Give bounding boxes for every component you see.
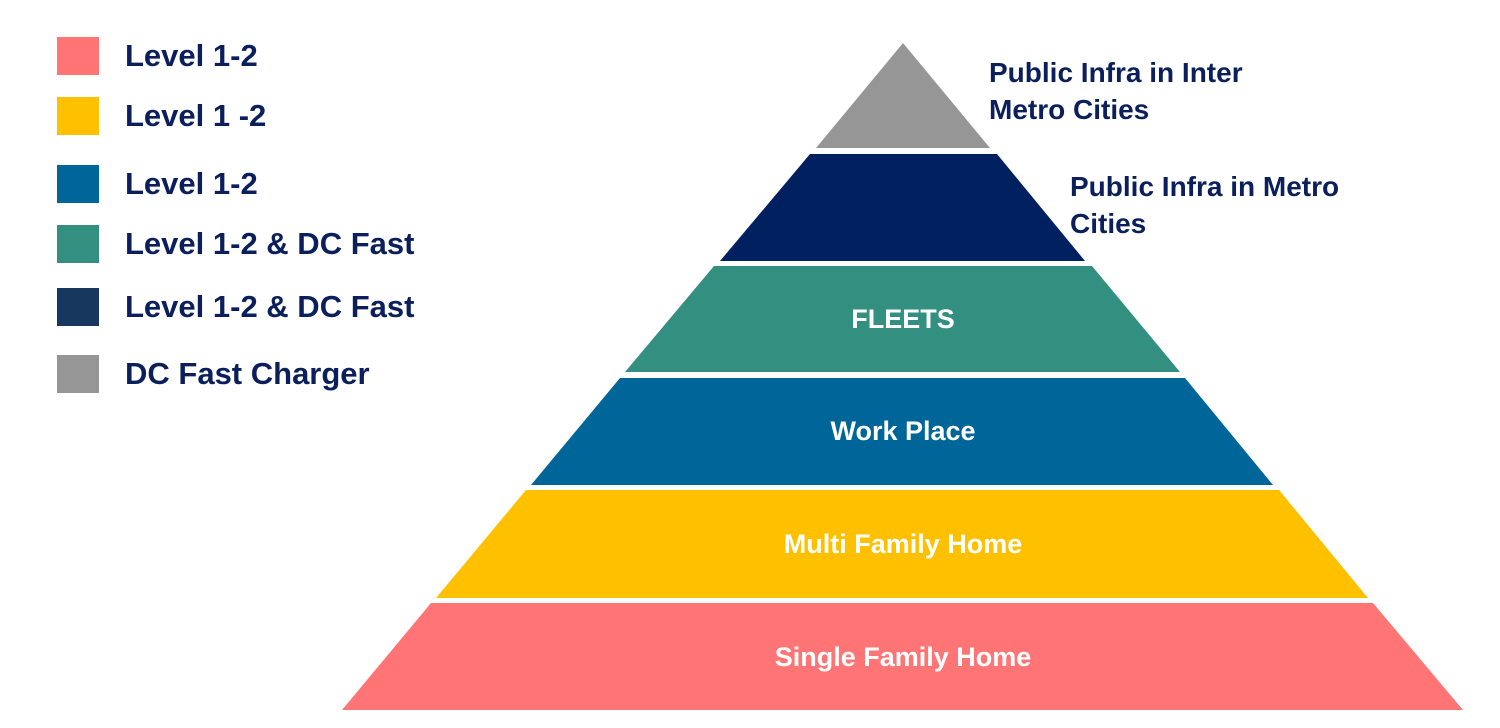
legend-label: Level 1 -2 <box>125 98 267 133</box>
legend-swatch-gray <box>57 355 99 393</box>
legend-swatch-salmon <box>57 37 99 75</box>
legend-swatch-teal <box>57 225 99 263</box>
legend-label: Level 1-2 & DC Fast <box>125 226 415 261</box>
side-label-metro-cities: Public Infra in Metro Cities <box>1070 171 1340 239</box>
legend-item-level-1-2-dc-fast-metro: Level 1-2 & DC Fast <box>57 288 414 326</box>
pyramid-tier-metro <box>720 154 1085 261</box>
tier-label-work-place: Work Place <box>830 416 975 446</box>
side-label-inter-metro-cities: Public Infra in Inter Metro Cities <box>989 57 1243 125</box>
legend-swatch-yellow <box>57 97 99 135</box>
pyramid-tier-single-family-home <box>342 603 1463 710</box>
pyramid-tier-top <box>816 43 990 148</box>
legend-item-level-1-2-dc-fast-fleets: Level 1-2 & DC Fast <box>57 225 414 263</box>
tier-label-single-family-home: Single Family Home <box>775 642 1032 672</box>
legend-item-level-1-2-work-place: Level 1-2 <box>57 165 258 203</box>
tier-label-fleets: FLEETS <box>851 304 955 334</box>
legend-swatch-blue <box>57 165 99 203</box>
legend-label: Level 1-2 <box>125 166 258 201</box>
legend-label: Level 1-2 <box>125 38 258 73</box>
legend: Level 1-2 Level 1 -2 Level 1-2 Level 1-2… <box>57 0 517 400</box>
legend-item-level-1-2-single-family: Level 1-2 <box>57 37 258 75</box>
tier-label-multi-family-home: Multi Family Home <box>784 529 1023 559</box>
legend-label: Level 1-2 & DC Fast <box>125 289 415 324</box>
pyramid-tier-multi-family-home <box>436 490 1368 598</box>
legend-item-level-1-2-multi-family: Level 1 -2 <box>57 97 266 135</box>
pyramid-tier-fleets <box>625 266 1180 372</box>
legend-swatch-navy <box>57 288 99 326</box>
legend-item-dc-fast-charger: DC Fast Charger <box>57 355 370 393</box>
legend-label: DC Fast Charger <box>125 356 370 391</box>
pyramid-tier-work-place <box>531 378 1273 485</box>
